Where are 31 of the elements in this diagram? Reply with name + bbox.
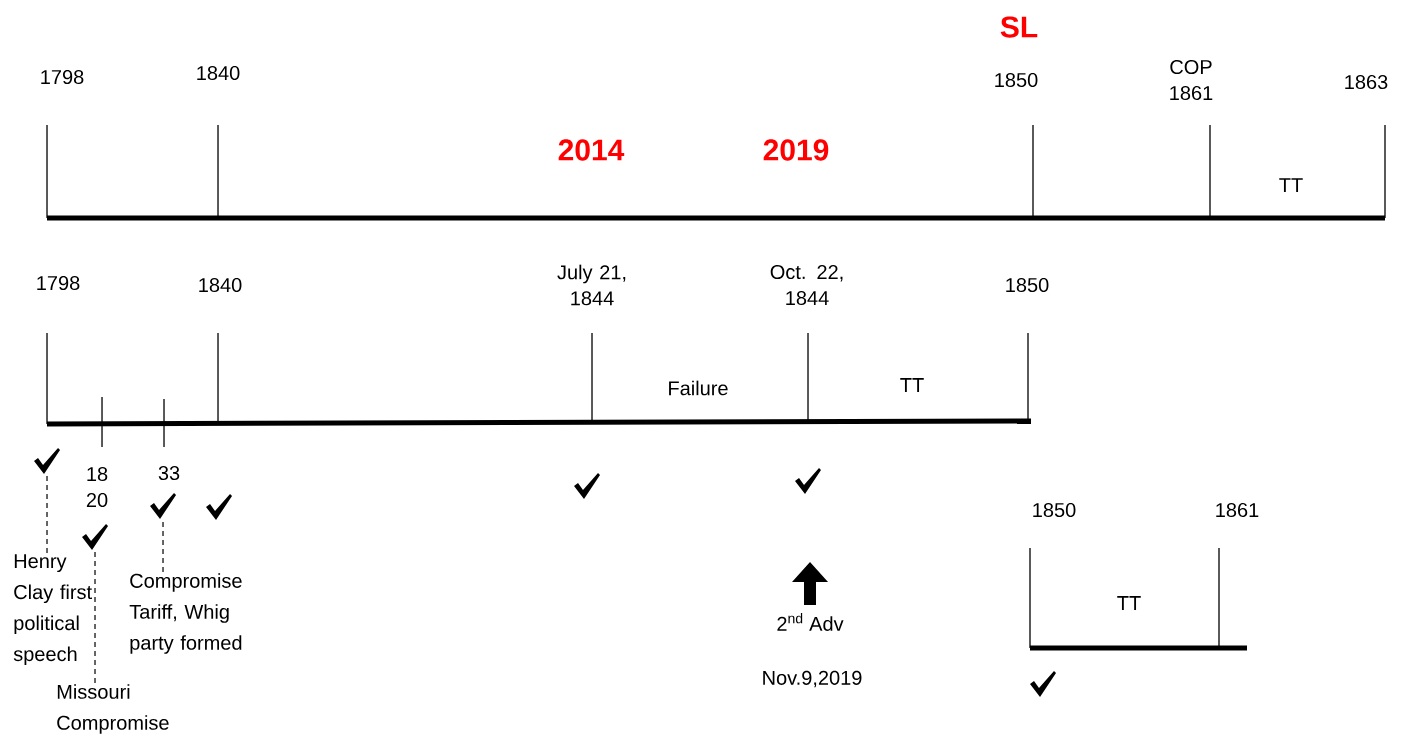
checkmark-icon: [150, 493, 176, 519]
label: 1840: [199, 277, 242, 293]
leader-line: [46, 475, 48, 554]
leader-line: [162, 520, 164, 573]
label: COP 1861: [1170, 59, 1213, 101]
label: 1850: [1006, 277, 1049, 293]
label: 18 20: [86, 466, 108, 508]
checkmark-icon: [82, 524, 108, 550]
label: 1863: [1345, 74, 1388, 90]
label: 2$^{nd}$ Adv: [777, 613, 844, 631]
label: 1798: [37, 275, 80, 291]
label: 1861: [1216, 502, 1259, 518]
label: 1798: [41, 69, 84, 85]
label: Nov.9,2019: [763, 670, 862, 688]
annotation-text: Henry Clay first political speech: [13, 554, 92, 666]
label: TT: [1117, 596, 1141, 610]
label: July 21, 1844: [557, 264, 626, 306]
label: SL: [1000, 16, 1038, 38]
label: 1850: [1033, 502, 1076, 518]
checkmark-icon: [34, 448, 60, 474]
label: TT: [1279, 178, 1303, 192]
label: Oct. 22, 1844: [770, 264, 843, 306]
label: Failure: [669, 380, 728, 396]
annotation-text: Missouri Compromise: [57, 684, 169, 734]
annotation-text: Compromise Tariff, Whig party formed: [129, 573, 242, 654]
label: 1850: [995, 72, 1038, 88]
label: TT: [900, 378, 924, 392]
label: 1840: [197, 65, 240, 81]
label: 2014: [558, 139, 625, 161]
leader-line: [94, 551, 96, 684]
label: 2019: [763, 139, 829, 161]
